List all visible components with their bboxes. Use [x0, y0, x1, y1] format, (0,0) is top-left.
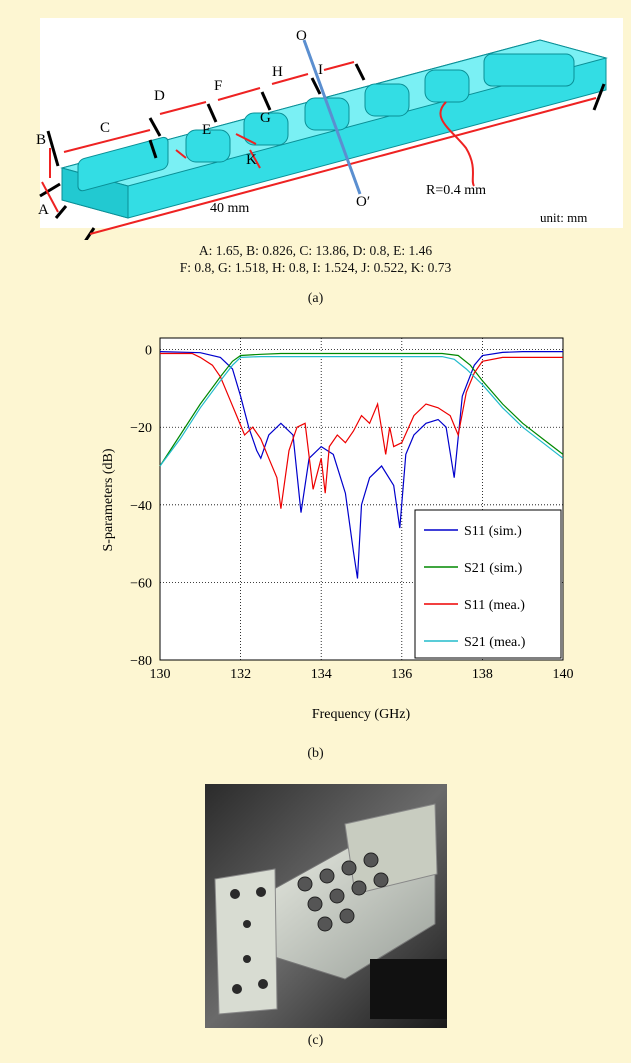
label-F: F [214, 78, 222, 94]
label-D: D [154, 88, 165, 104]
label-K: K [246, 152, 257, 168]
length-label: 40 mm [210, 201, 249, 216]
legend-label: S21 (sim.) [464, 561, 523, 576]
waveguide-filter-diagram: O O′ B A C D E F G H I K 40 mm R=0.4 mm … [36, 18, 623, 240]
series-line-4 [159, 356, 564, 467]
caption-a: (a) [307, 291, 324, 306]
cut-line-oo [302, 39, 362, 195]
y-tick-label: −20 [130, 421, 152, 436]
tuning-screws [297, 852, 389, 932]
x-axis-label: Frequency (GHz) [312, 707, 411, 722]
dimension-ticks [39, 63, 606, 240]
s-parameter-chart: 130 132 134 136 138 140 0 −20 −40 −60 −80 Frequenc… [101, 337, 574, 722]
resonator-blocks [77, 53, 575, 192]
caption-b: (b) [307, 746, 324, 761]
series-line-1 [159, 351, 563, 579]
series-line-3 [160, 352, 563, 509]
label-G: G [260, 110, 271, 126]
flange-holes [230, 887, 268, 994]
label-E: E [202, 122, 211, 138]
x-tick-label: 130 [150, 667, 171, 682]
legend-box [414, 509, 562, 659]
y-tick-label: 0 [145, 344, 152, 359]
x-tick-label: 134 [311, 667, 332, 682]
filter-photo [205, 784, 447, 1028]
label-A: A [38, 202, 49, 218]
x-tick-label: 132 [230, 667, 251, 682]
caption-c: (c) [307, 1033, 324, 1048]
ruler [370, 959, 447, 1019]
dimension-arrows [41, 61, 597, 235]
y-tick-label: −40 [130, 499, 152, 514]
axis-ticks: 130 132 134 136 138 140 0 −20 −40 −60 −80 [130, 344, 573, 682]
x-tick-label: 140 [553, 667, 574, 682]
label-O: O [296, 28, 307, 44]
housing-flange-front [214, 868, 278, 1015]
y-tick-label: −60 [130, 576, 152, 591]
x-tick-label: 138 [472, 667, 493, 682]
legend-label: S21 (mea.) [464, 635, 526, 650]
legend-label: S11 (sim.) [464, 524, 522, 539]
label-O-prime: O′ [356, 194, 370, 210]
parameter-line-1: A: 1.65, B: 0.826, C: 13.86, D: 0.8, E: … [198, 243, 433, 258]
parameter-line-2: F: 0.8, G: 1.518, H: 0.8, I: 1.524, J: 0… [179, 260, 452, 275]
label-H: H [272, 64, 283, 80]
x-tick-label: 136 [391, 667, 412, 682]
unit-label: unit: mm [540, 210, 587, 225]
label-I: I [318, 62, 323, 78]
y-tick-label: −80 [130, 654, 152, 669]
legend-label: S11 (mea.) [464, 598, 525, 613]
label-C: C [100, 120, 110, 136]
legend: S11 (sim.) S21 (sim.) S11 (mea.) S21 (mea.) [414, 509, 562, 659]
label-B: B [36, 132, 46, 148]
parameter-list: A: 1.65, B: 0.826, C: 13.86, D: 0.8, E: … [0, 242, 631, 276]
y-axis-label: S-parameters (dB) [101, 448, 116, 551]
series-lines [159, 351, 564, 579]
radius-label: R=0.4 mm [426, 183, 486, 198]
